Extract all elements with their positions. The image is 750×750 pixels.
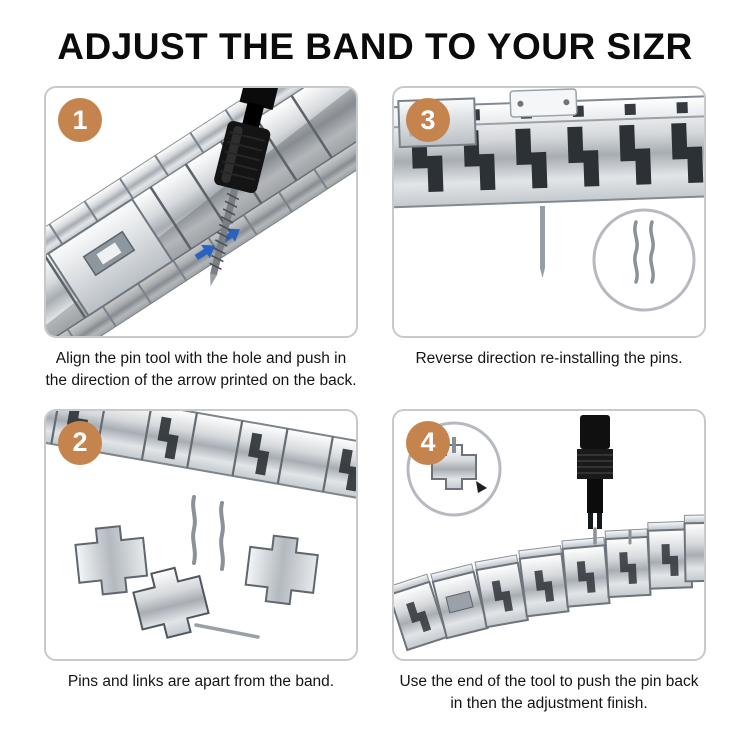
step-4-panel: 4: [392, 408, 706, 661]
link-piece-icon: [74, 525, 319, 639]
step-3-illustration: [394, 88, 704, 312]
step-3-caption: Reverse direction re-installing the pins…: [415, 350, 683, 367]
step-2-number-badge: 2: [58, 420, 102, 465]
step-2-cell: 2: [44, 408, 358, 716]
step-3-number: 3: [420, 104, 436, 135]
loose-pin-icon: [452, 436, 456, 453]
small-arrow-icon: [476, 480, 487, 493]
step-4-caption: Use the end of the tool to push the pin …: [399, 672, 699, 713]
step-3-number-badge: 3: [406, 98, 450, 142]
step-1-illustration: [46, 88, 356, 336]
step-4-number: 4: [420, 427, 436, 458]
steps-grid: 1: [44, 86, 706, 716]
step-3-cell: 3: [392, 86, 706, 393]
loose-pin-icon: [191, 494, 225, 571]
watch-band-illustration: [46, 88, 356, 336]
curved-band-illustration: [394, 514, 704, 652]
step-2-caption: Pins and links are apart from the band.: [67, 672, 335, 690]
loose-pin-icon: [540, 206, 545, 278]
step-1-panel: 1: [44, 86, 358, 338]
step-1-number-badge: 1: [58, 98, 102, 142]
loose-pin-icon: [649, 220, 655, 284]
screw-thread: [209, 192, 240, 271]
clasp: [46, 197, 174, 317]
pin-removal-tool-icon: [209, 88, 280, 287]
fork-tool-icon: [577, 414, 613, 529]
magnifier-circle: [592, 208, 696, 312]
step-4-number-badge: 4: [406, 420, 450, 465]
watch-band-illustration: [46, 410, 356, 503]
clasp: [445, 590, 474, 614]
step-1-number: 1: [72, 104, 88, 135]
step-2-illustration: [46, 410, 356, 639]
step-2-number: 2: [72, 427, 88, 458]
step-1-cell: 1: [44, 86, 358, 393]
step-2-panel: 2: [44, 408, 358, 661]
loose-pin-icon: [194, 623, 260, 639]
loose-pin-icon: [633, 220, 639, 284]
step-4-cell: 4: [392, 408, 706, 716]
step-1-caption: Align the pin tool with the hole and pus…: [45, 350, 357, 390]
step-3-panel: 3: [392, 86, 706, 338]
page-title: ADJUST THE BAND TO YOUR SIZR: [57, 26, 693, 67]
